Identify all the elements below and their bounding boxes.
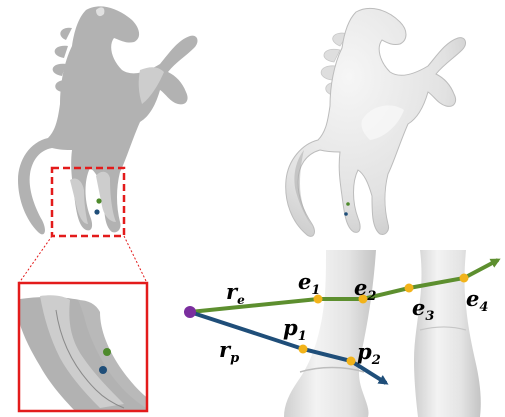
ray-origin-point [184, 306, 196, 318]
leg-left [284, 250, 376, 417]
hit-point-p2 [346, 356, 356, 366]
label-e3: e3 [412, 295, 434, 324]
zoom-connector-right [123, 235, 148, 284]
silhouette-dot-blue [94, 209, 100, 215]
silhouette-dot-green [96, 198, 102, 204]
zoom-leg-light [40, 295, 124, 408]
silhouette-horse [18, 6, 198, 235]
shaded-highlight [361, 105, 404, 140]
label-p1: p1 [283, 315, 307, 344]
hit-point-e4 [459, 273, 469, 283]
leg-right [414, 250, 481, 417]
silhouette-body [18, 6, 198, 235]
zoom-region-box [50, 166, 126, 238]
hit-point-e2 [358, 294, 368, 304]
hit-point-e3 [404, 283, 414, 293]
hit-point-p1 [298, 344, 308, 354]
label-p2: p2 [357, 339, 381, 368]
shaded-horse [285, 7, 466, 237]
silhouette-light-region [70, 178, 88, 224]
label-e2: e2 [354, 275, 376, 304]
leg-crease [299, 366, 365, 373]
shaded-dot-blue [344, 212, 348, 216]
shaded-shadow [294, 150, 312, 226]
label-e4: e4 [466, 286, 488, 315]
zoom-inset-frame [17, 281, 149, 413]
label-e1: e1 [298, 269, 320, 298]
zoom-contour-line [55, 309, 125, 409]
label-r-e: re [226, 279, 245, 307]
silhouette-light-region [138, 67, 164, 104]
zoom-dot-green [103, 348, 111, 356]
ray-diagram: re rp e1 e2 e3 e4 p1 p2 [184, 250, 501, 417]
leg-crease [419, 326, 467, 331]
ray-e [189, 258, 501, 314]
ray-p [189, 310, 389, 385]
label-r-p: rp [219, 337, 239, 366]
zoom-inset [17, 281, 149, 413]
silhouette-ear [96, 7, 105, 17]
silhouette-light-region [96, 171, 116, 222]
shaded-dot-green [346, 202, 350, 206]
hit-point-e1 [313, 294, 323, 304]
zoom-dot-blue [99, 366, 107, 374]
zoom-connector-left [18, 235, 53, 284]
zoom-leg-inner [78, 300, 147, 409]
